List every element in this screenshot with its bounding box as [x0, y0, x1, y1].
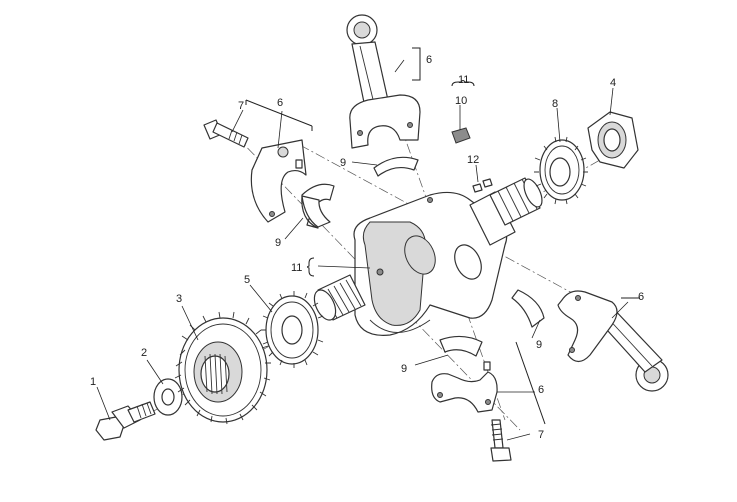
callout-5: 5: [244, 274, 250, 286]
sprocket-gear: [534, 136, 588, 205]
callout-2: 2: [141, 347, 147, 359]
callout-brackets: [245, 47, 640, 425]
rod-cap-upper: [250, 139, 307, 223]
callout-10: 10: [455, 95, 467, 107]
callout-labels: 1 2 3 5 7 6 6 9 9 11 11 10 12 8 4 6 9 9 …: [90, 54, 644, 441]
bearing-shells: [301, 156, 545, 357]
callout-12: 12: [467, 154, 479, 166]
bolts: [95, 119, 512, 462]
connecting-rod-lower: [557, 290, 669, 392]
nut: [587, 111, 639, 169]
primary-gear: [174, 311, 271, 425]
callout-9-right: 9: [536, 339, 542, 351]
connecting-rod-upper: [346, 14, 421, 149]
callout-11-top: 11: [458, 74, 469, 86]
washer: [153, 378, 183, 416]
crankshaft: [313, 177, 543, 336]
bolt-upper-left: [203, 119, 249, 148]
bolt-lower: [490, 419, 512, 462]
callout-8: 8: [552, 98, 558, 110]
callout-9-bottom: 9: [401, 363, 407, 375]
callout-6-bottom: 6: [538, 384, 544, 396]
callout-4: 4: [610, 77, 616, 89]
callout-6-top: 6: [426, 54, 432, 66]
callout-3: 3: [176, 293, 182, 305]
leader-lines: [96, 59, 629, 441]
callout-6-right: 6: [638, 291, 644, 303]
callout-7-bottom: 7: [538, 429, 544, 441]
timing-gear: [261, 291, 324, 368]
callout-9-left: 9: [275, 237, 281, 249]
flange-bolt: [95, 401, 156, 441]
callout-11-left: 11: [291, 262, 302, 274]
callout-1: 1: [90, 376, 96, 388]
small-parts: [295, 127, 493, 371]
callout-7-upper: 7: [238, 100, 244, 112]
callout-6-upper-left: 6: [277, 97, 283, 109]
callout-9-top: 9: [340, 157, 346, 169]
rod-cap-lower: [431, 371, 498, 413]
